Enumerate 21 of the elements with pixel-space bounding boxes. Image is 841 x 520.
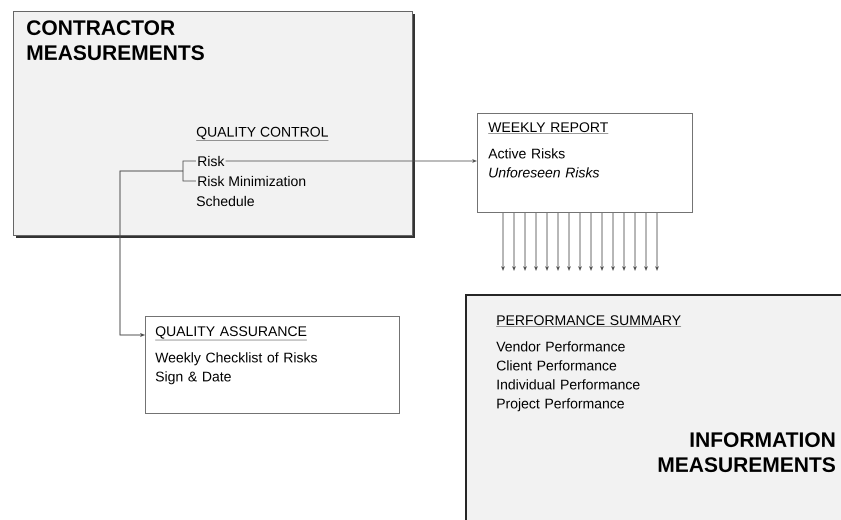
section-heading: QUALITY CONTROL [196, 126, 329, 141]
section-heading: QUALITY ASSURANCE [155, 326, 308, 340]
list-item: Individual Performance [498, 379, 640, 390]
panel [465, 294, 841, 520]
text-box [145, 316, 400, 414]
panel-title: CONTRACTOR MEASUREMENTS [27, 20, 204, 60]
list-item: Vendor Performance [496, 341, 625, 352]
panel [13, 11, 415, 238]
list-item: Risk [198, 156, 224, 166]
section-heading: PERFORMANCE SUMMARY [496, 315, 682, 327]
list-item: Active Risks [488, 148, 565, 158]
list-item: Schedule [196, 196, 254, 206]
list-item: Client Performance [496, 360, 616, 370]
list-item: Weekly Checklist of Risks [155, 352, 317, 366]
list-item: Risk Minimization [198, 176, 306, 186]
section-heading: WEEKLY REPORT [488, 122, 608, 134]
panel-title: INFORMATION MEASUREMENTS [658, 432, 835, 472]
list-item: Project Performance [497, 398, 624, 412]
list-item: Unforeseen Risks [489, 167, 600, 178]
text-box [477, 113, 693, 213]
list-item: Sign & Date [156, 371, 231, 384]
